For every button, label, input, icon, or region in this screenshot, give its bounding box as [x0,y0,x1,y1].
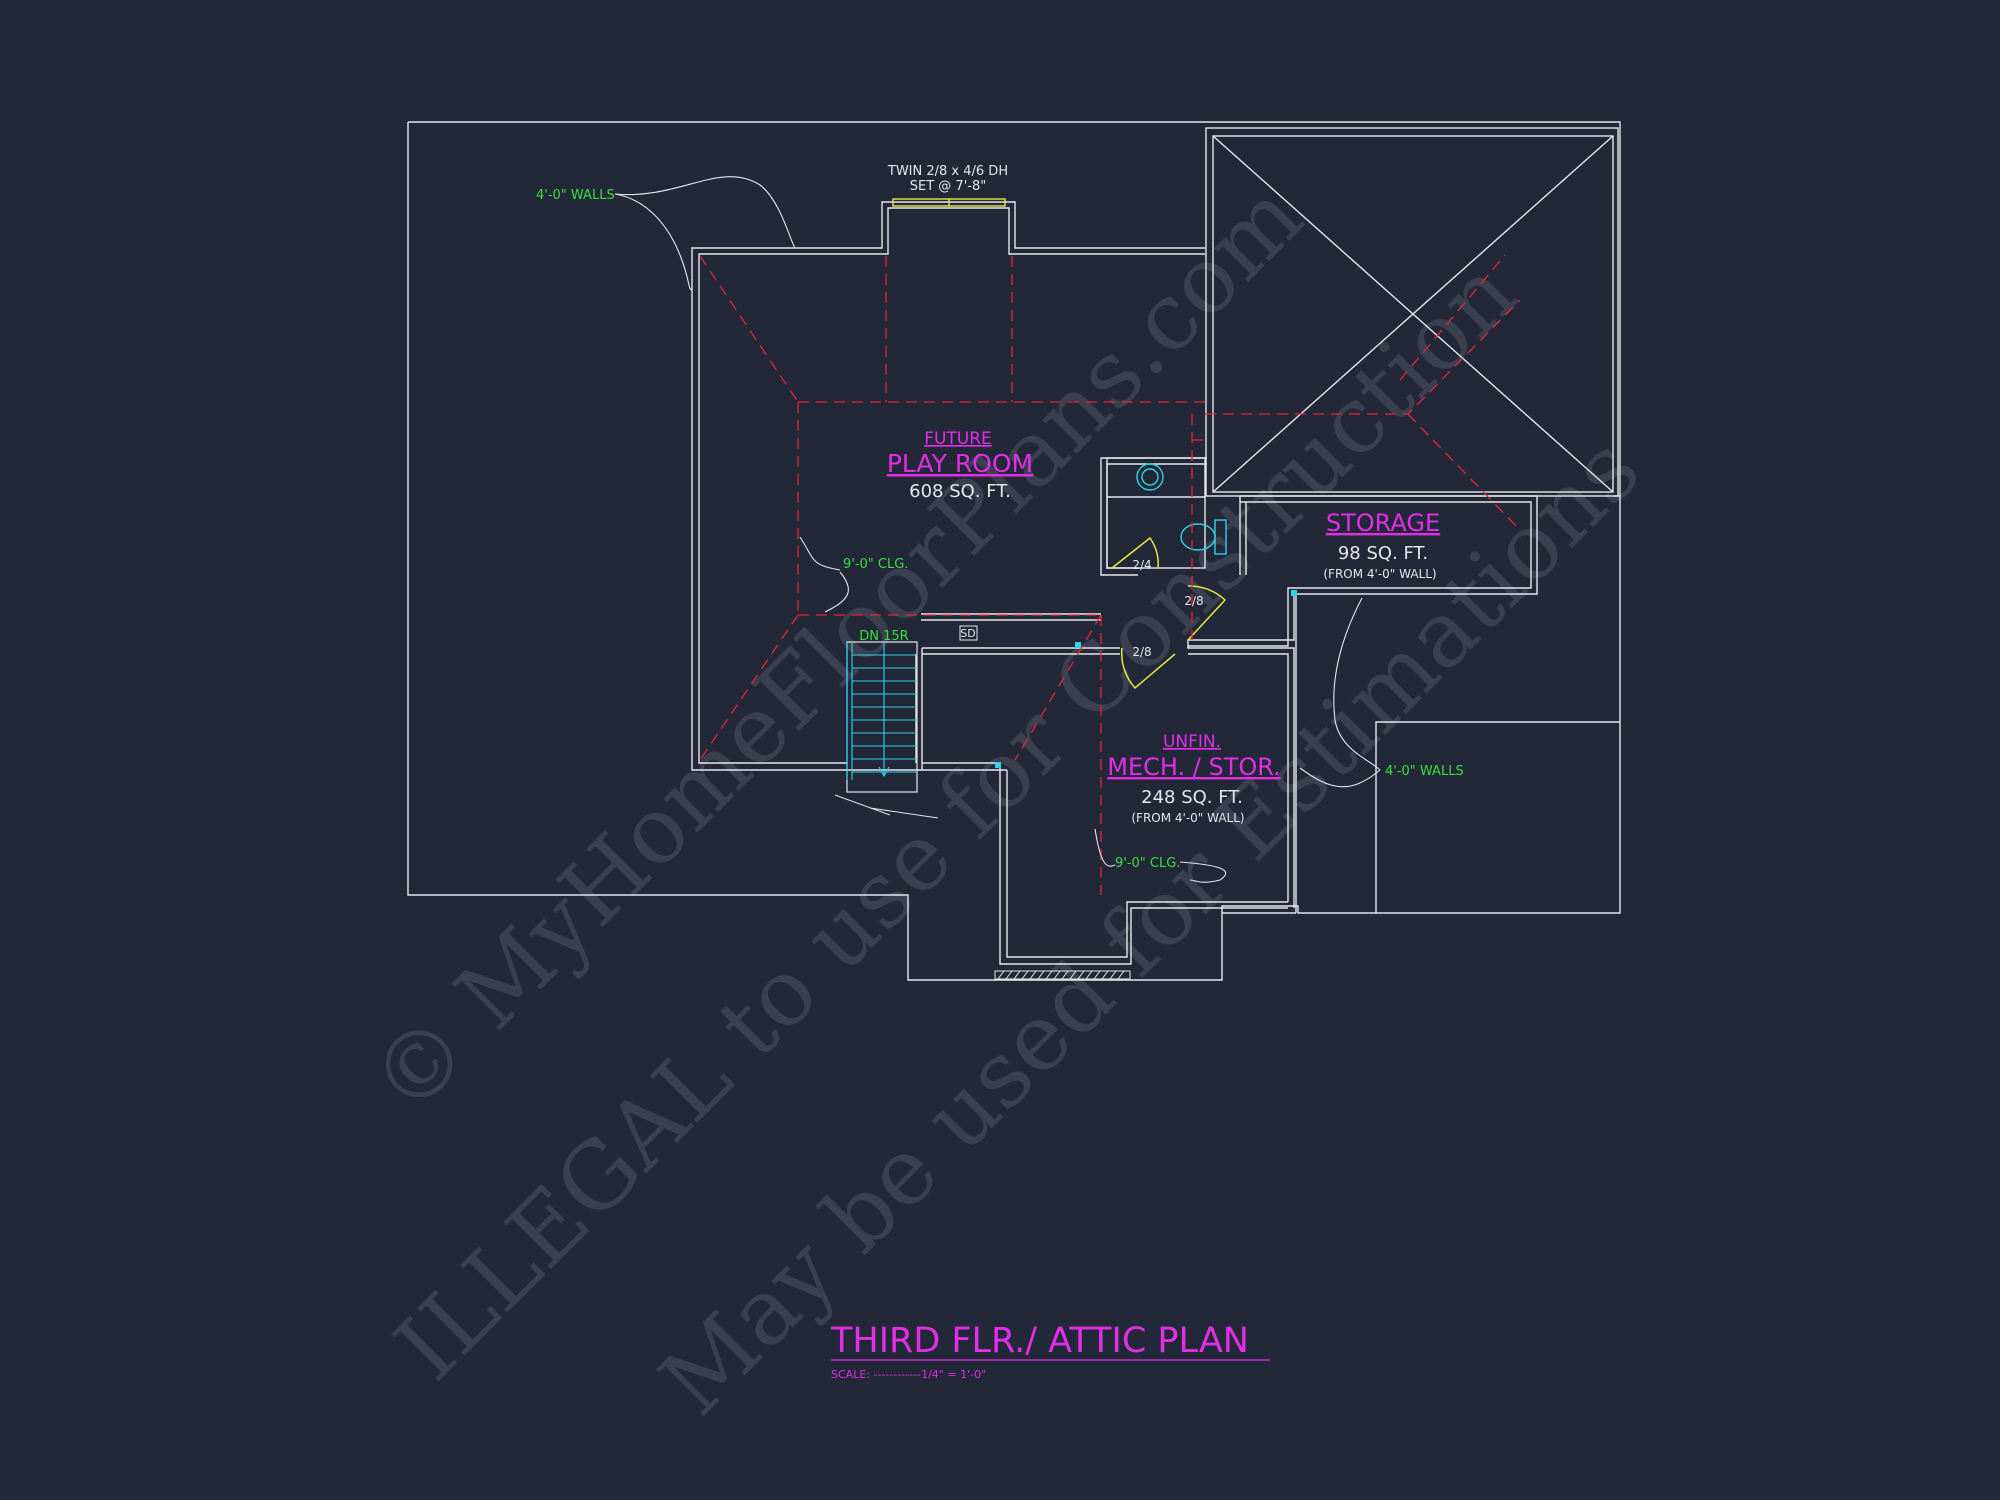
outer-boundary [407,121,1621,981]
roof-hip-lines [699,254,1521,895]
mech-door [1120,647,1176,690]
wall-note-top-left: 4'-0" WALLS [536,188,615,203]
drawing-title: THIRD FLR./ ATTIC PLAN [830,1321,1249,1361]
ceiling-note-play-room: 9'-0" CLG. [843,557,908,572]
window-twin-dh [892,198,1006,207]
wall-note-right: 4'-0" WALLS [1385,764,1464,779]
stair-label: DN 15R [859,629,908,644]
storage-area: 98 SQ. FT. [1338,543,1428,564]
door-label-hall: 2/8 [1184,594,1203,608]
door-label-mech: 2/8 [1132,645,1151,659]
mech-label-line-1: UNFIN. [1163,732,1221,752]
drawing-title-block: THIRD FLR./ ATTIC PLAN SCALE: ----------… [830,1321,1270,1381]
play-room-label-line-2: PLAY ROOM [887,449,1033,478]
play-room-area: 608 SQ. FT. [909,481,1011,502]
corner-markers [995,590,1297,768]
mech-walls [847,590,1297,965]
toilet-icon [1180,519,1227,555]
bathroom [1106,457,1227,569]
staircase [834,641,939,819]
storage-note: (FROM 4'-0" WALL) [1323,567,1436,581]
bath-door [1111,536,1159,569]
door-label-bath: 2/4 [1132,558,1151,572]
watermark-line-2: ILLEGAL to use for Construction [375,239,1536,1400]
smoke-detector: SD [959,625,978,641]
smoke-detector-label: SD [960,627,975,640]
play-room-label-line-1: FUTURE [924,429,992,449]
watermark: © MyHomeFloorPlans.com ILLEGAL to use fo… [350,163,1660,1436]
ceiling-note-mech: 9'-0" CLG. [1115,856,1180,871]
bottom-header [994,970,1131,980]
leader-lines [614,176,1381,883]
roof-box [1205,127,1620,497]
mech-label-line-2: MECH. / STOR. [1107,753,1280,781]
drawing-scale: SCALE: ------------1/4" = 1'-0" [831,1368,986,1381]
attic-outline [407,121,1621,981]
storage-label: STORAGE [1326,509,1440,537]
mech-note: (FROM 4'-0" WALL) [1131,811,1244,825]
window-note-line-2: SET @ 7'-8" [910,179,986,194]
water-heater-icon [1136,463,1164,491]
window-note-line-1: TWIN 2/8 x 4/6 DH [887,164,1008,179]
mech-area: 248 SQ. FT. [1141,787,1243,808]
